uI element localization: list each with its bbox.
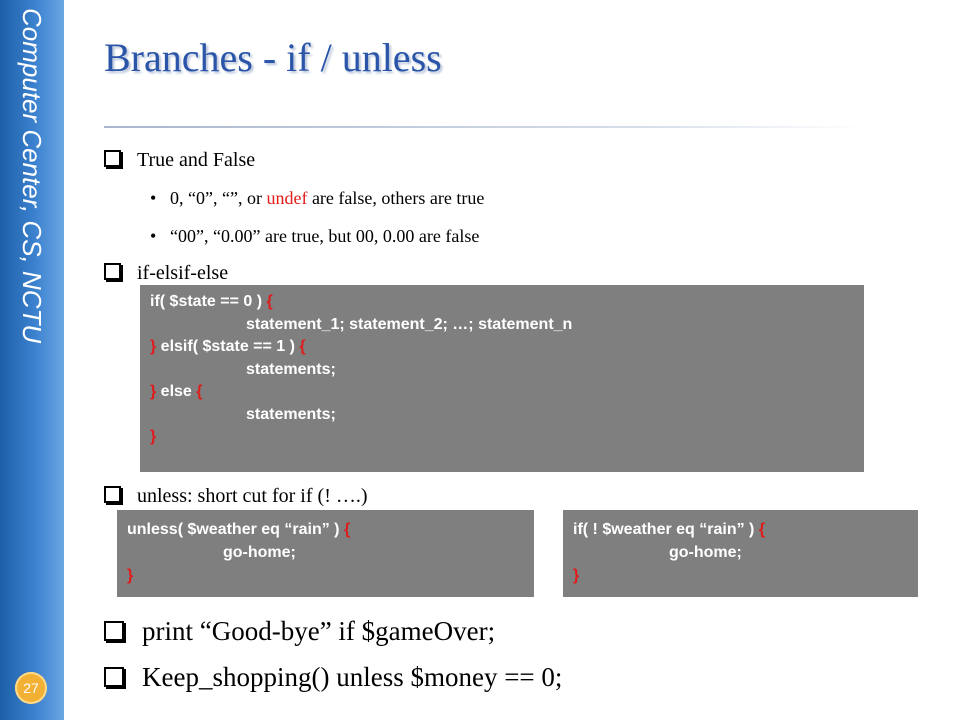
bullet-keep-shopping-unless: Keep_shopping() unless $money == 0; (104, 660, 562, 694)
code-block-unless: unless( $weather eq “rain” ) { go-home; … (117, 510, 534, 597)
checkbox-bullet-icon (104, 486, 121, 503)
code-block-if-elsif-else: if( $state == 0 ) { statement_1; stateme… (140, 285, 864, 472)
checkbox-bullet-icon (104, 667, 124, 687)
dot-bullet-icon: • (150, 226, 157, 246)
bullet-if-elsif-else: if-elsif-else (104, 260, 228, 286)
code-block-if-not: if( ! $weather eq “rain” ) { go-home; } (563, 510, 918, 597)
bullet-print-if: print “Good-bye” if $gameOver; (104, 614, 495, 648)
checkbox-bullet-icon (104, 263, 121, 280)
sub-bullet-text-highlight: undef (266, 188, 308, 208)
page-number-badge: 27 (15, 672, 47, 704)
bullet-true-false: True and False (104, 147, 255, 173)
title-divider (104, 126, 864, 128)
bullet-text: unless: short cut for if (! ….) (137, 485, 368, 507)
bullet-unless: unless: short cut for if (! ….) (104, 483, 368, 509)
sub-bullet-text: “00”, “0.00” are true, but 00, 0.00 are … (170, 226, 480, 246)
checkbox-bullet-icon (104, 150, 121, 167)
dot-bullet-icon: • (150, 188, 157, 208)
sub-bullet-text-post: are false, others are true (307, 188, 485, 208)
sub-bullet-false-values: • 0, “0”, “”, or undef are false, others … (150, 186, 484, 210)
bullet-text: Keep_shopping() unless $money == 0; (142, 662, 563, 692)
checkbox-bullet-icon (104, 621, 124, 641)
bullet-text: if-elsif-else (137, 262, 229, 284)
sub-bullet-text-pre: 0, “0”, “”, or (170, 188, 267, 208)
sidebar-title: Computer Center, CS, NCTU (17, 8, 47, 344)
bullet-text: print “Good-bye” if $gameOver; (142, 616, 496, 646)
bullet-text: True and False (137, 149, 256, 171)
slide-title: Branches - if / unless (104, 35, 442, 80)
sub-bullet-true-values: • “00”, “0.00” are true, but 00, 0.00 are… (150, 224, 479, 248)
sidebar: Computer Center, CS, NCTU 27 (0, 0, 64, 720)
